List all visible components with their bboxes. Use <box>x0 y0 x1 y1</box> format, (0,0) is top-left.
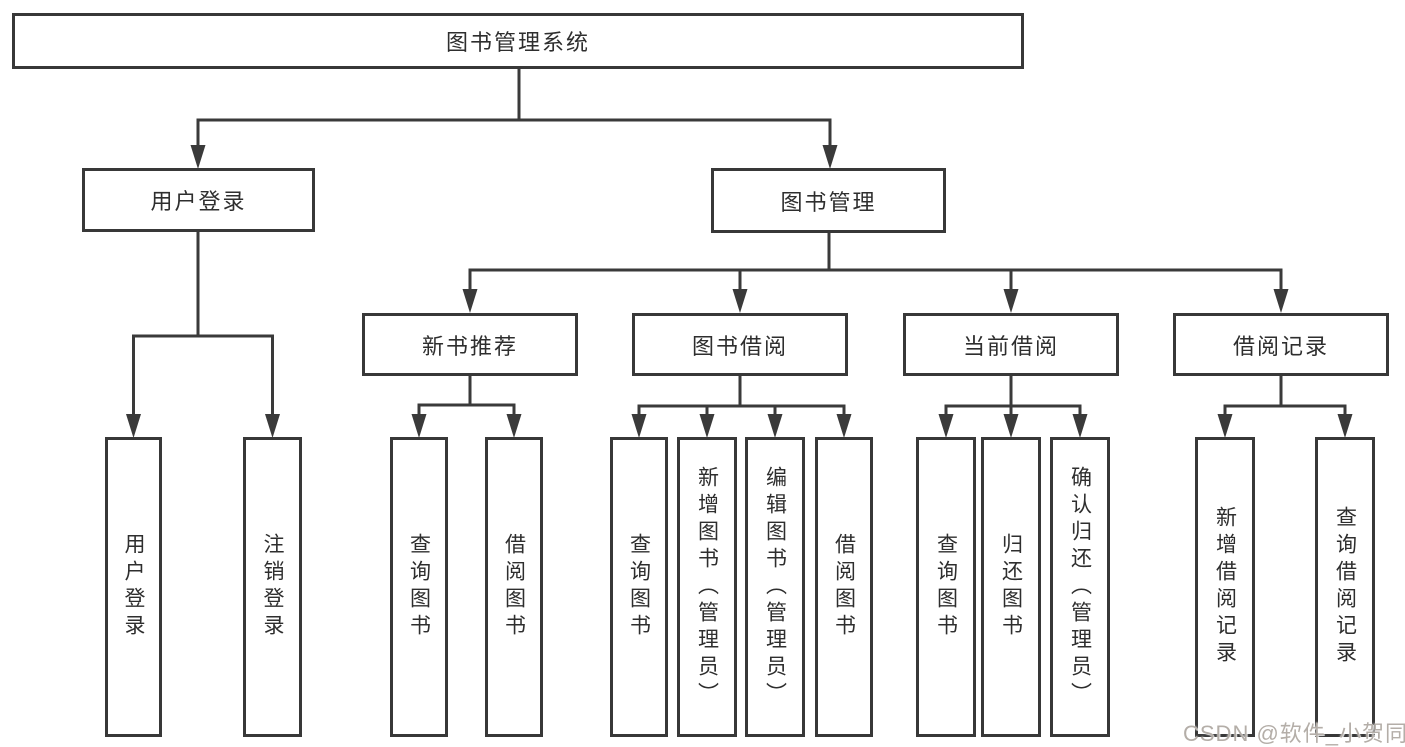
leaf-nbr-query-books-label: 查询图书 <box>407 533 431 641</box>
arrow-icon <box>822 145 838 169</box>
leaf-cb-query-books: 查询图书 <box>916 437 976 737</box>
watermark: CSDN @软件_小贺同学 <box>1183 721 1405 746</box>
arrow-icon <box>1337 414 1353 438</box>
leaf-bb-add-book-admin: 新增图书（管理员） <box>677 437 737 737</box>
arrow-icon <box>265 414 280 438</box>
arrow-icon <box>1217 414 1233 438</box>
connector-borrow-records-to-leaves <box>1223 376 1347 415</box>
arrow-icon <box>767 414 783 438</box>
arrow-icon <box>699 414 715 438</box>
arrow-icon <box>411 414 427 438</box>
arrow-icon <box>938 414 954 438</box>
leaf-logout-label: 注销登录 <box>261 533 284 641</box>
node-current-borrow: 当前借阅 <box>903 313 1119 376</box>
connector-new-book-recommend-to-leaves <box>417 376 516 415</box>
arrow-icon <box>506 414 522 438</box>
arrow-icon <box>732 289 748 313</box>
node-new-book-recommend: 新书推荐 <box>362 313 578 376</box>
arrow-icon <box>462 289 478 313</box>
leaf-bb-add-book-admin-label: 新增图书（管理员） <box>695 465 719 709</box>
leaf-cb-confirm-return-admin: 确认归还（管理员） <box>1050 437 1110 737</box>
leaf-bb-edit-book-admin: 编辑图书（管理员） <box>745 437 805 737</box>
arrow-icon <box>631 414 647 438</box>
leaf-logout: 注销登录 <box>243 437 302 737</box>
leaf-nbr-borrow-books-label: 借阅图书 <box>502 533 526 641</box>
leaf-br-add-record: 新增借阅记录 <box>1195 437 1255 737</box>
leaf-nbr-query-books: 查询图书 <box>390 437 448 737</box>
node-user-login: 用户登录 <box>82 168 315 232</box>
node-root: 图书管理系统 <box>12 13 1024 69</box>
leaf-user-login: 用户登录 <box>105 437 162 737</box>
arrow-icon <box>1072 414 1088 438</box>
leaf-bb-edit-book-admin-label: 编辑图书（管理员） <box>763 465 787 709</box>
leaf-cb-return-books: 归还图书 <box>981 437 1041 737</box>
leaf-user-login-label: 用户登录 <box>122 533 145 641</box>
connector-current-borrow-to-leaves <box>944 376 1082 415</box>
node-book-management: 图书管理 <box>711 168 946 233</box>
connector-root-to-level2 <box>196 69 832 146</box>
node-borrow-records: 借阅记录 <box>1173 313 1389 376</box>
arrow-icon <box>1003 414 1019 438</box>
arrow-icon <box>836 414 852 438</box>
connector-book-management-to-level3 <box>468 233 1283 291</box>
connector-book-borrow-to-leaves <box>637 376 846 415</box>
node-book-borrow: 图书借阅 <box>632 313 848 376</box>
leaf-nbr-borrow-books: 借阅图书 <box>485 437 543 737</box>
leaf-br-add-record-label: 新增借阅记录 <box>1213 506 1237 668</box>
leaf-bb-borrow-books: 借阅图书 <box>815 437 873 737</box>
leaf-bb-query-books: 查询图书 <box>610 437 668 737</box>
leaf-bb-borrow-books-label: 借阅图书 <box>832 533 856 641</box>
leaf-br-query-record-label: 查询借阅记录 <box>1333 506 1357 668</box>
arrow-icon <box>126 414 141 438</box>
leaf-cb-confirm-return-admin-label: 确认归还（管理员） <box>1068 465 1092 709</box>
leaf-cb-return-books-label: 归还图书 <box>999 533 1023 641</box>
connector-user-login-to-leaves <box>132 232 274 415</box>
leaf-br-query-record: 查询借阅记录 <box>1315 437 1375 737</box>
arrow-icon <box>1273 289 1289 313</box>
arrow-icon <box>1003 289 1019 313</box>
leaf-bb-query-books-label: 查询图书 <box>627 533 651 641</box>
leaf-cb-query-books-label: 查询图书 <box>934 533 958 641</box>
arrow-icon <box>190 145 206 169</box>
